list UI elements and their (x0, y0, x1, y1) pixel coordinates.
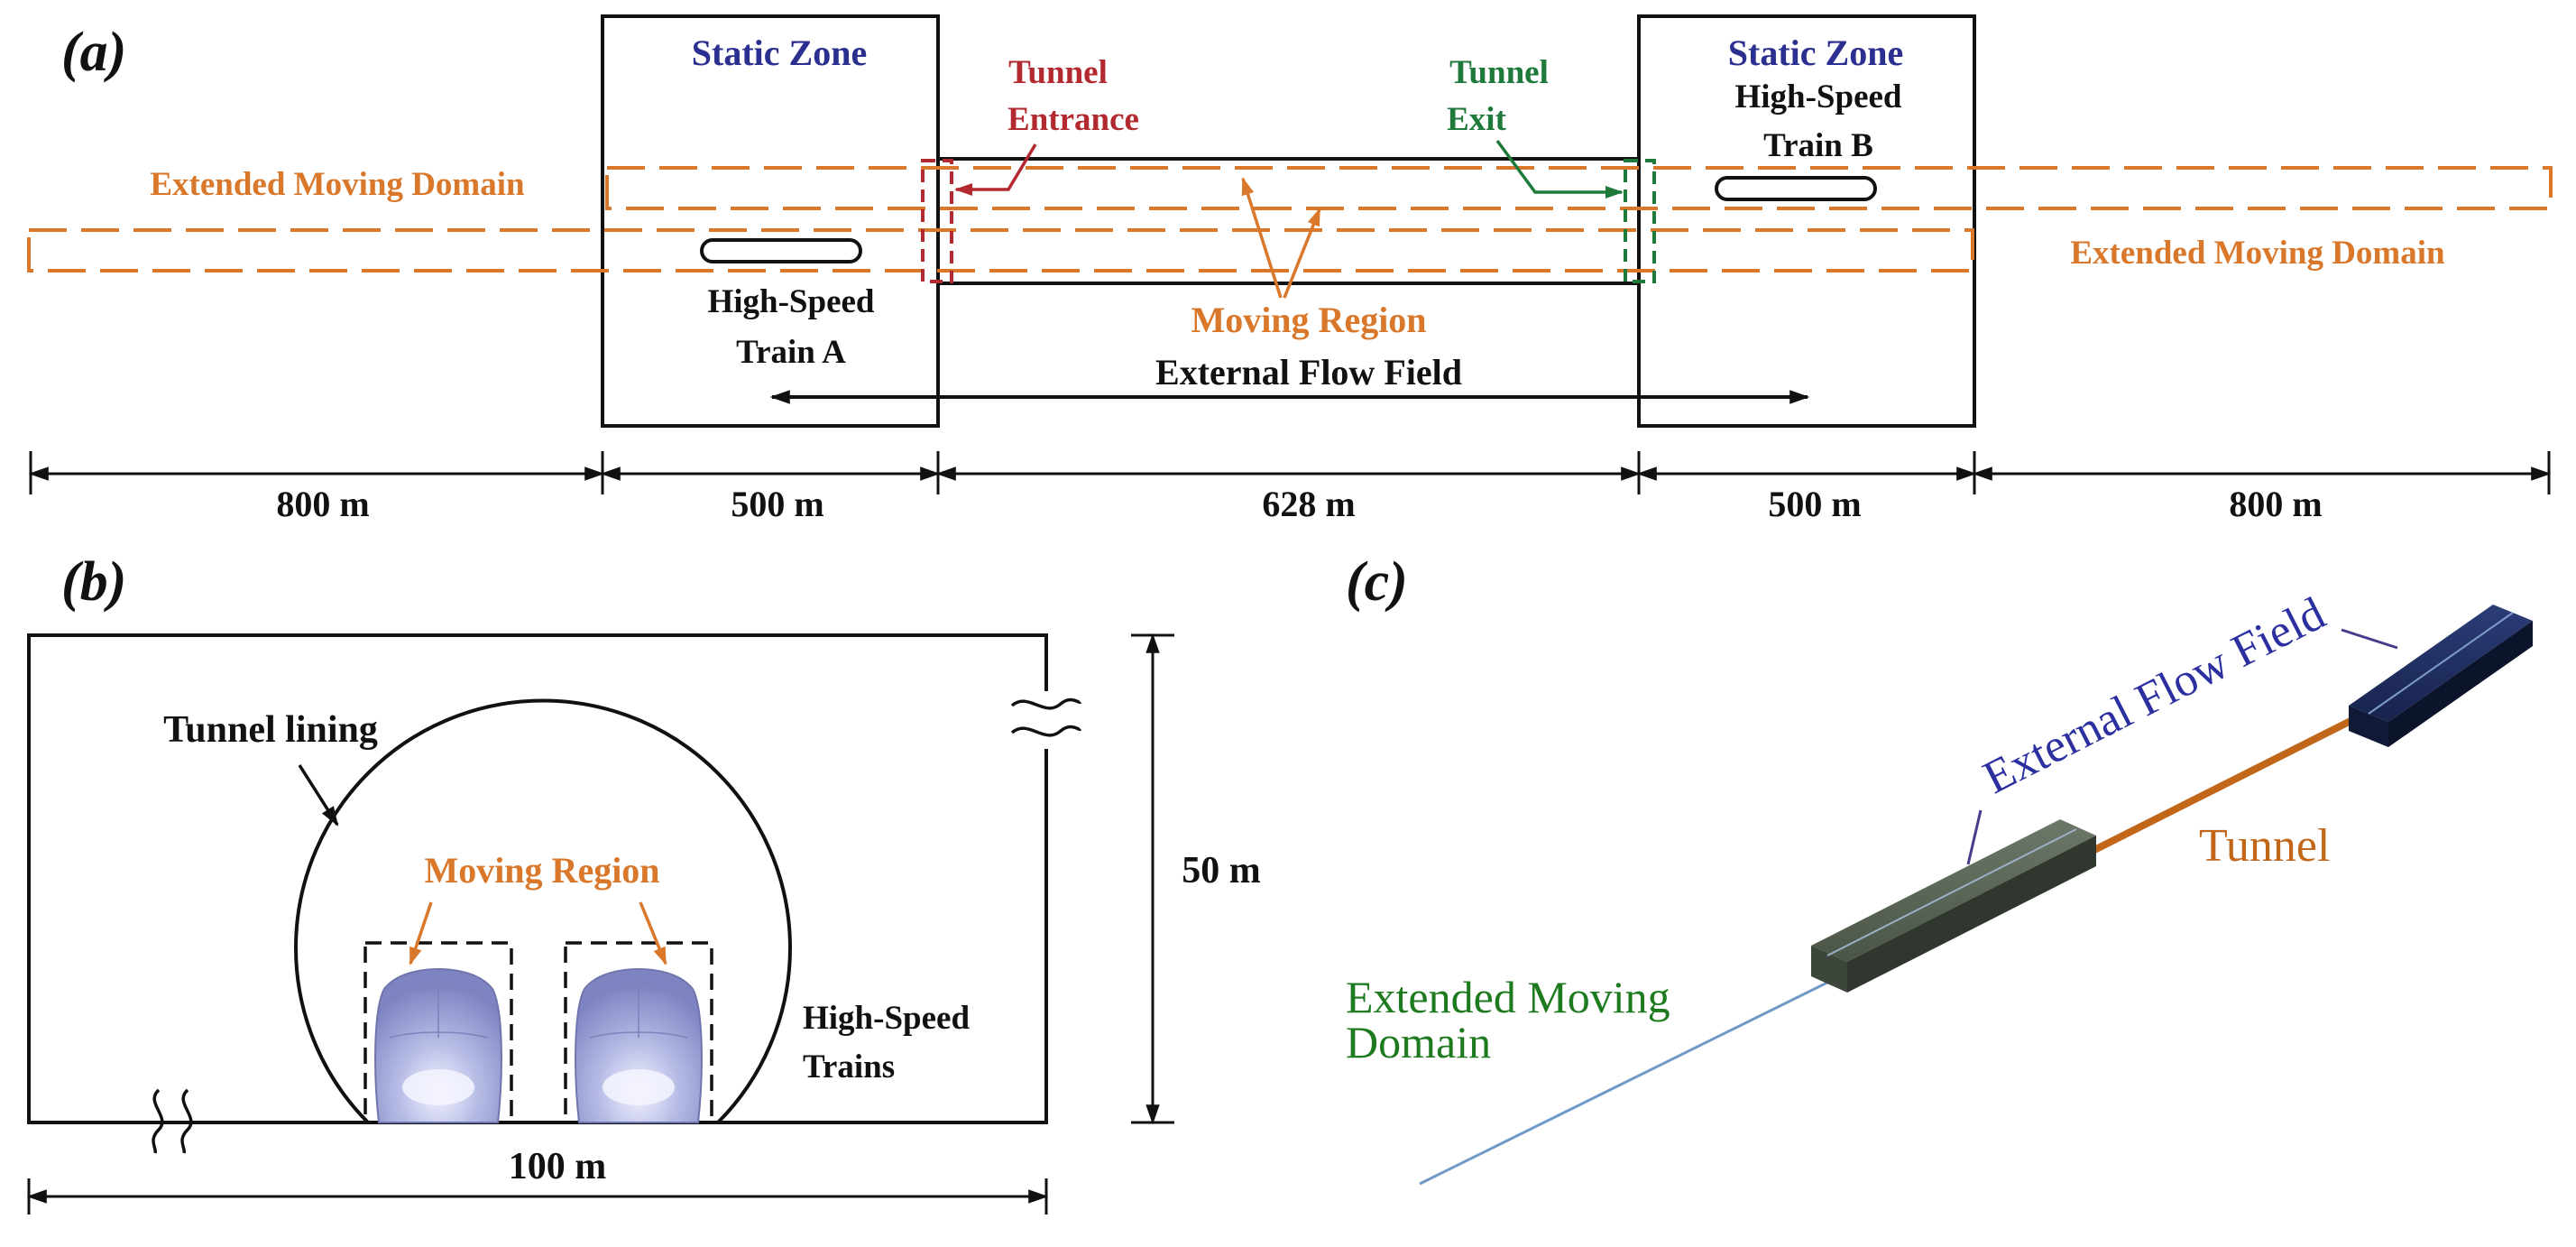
train-b-label-1: High-Speed (1734, 79, 1901, 115)
trains-label-2: Trains (803, 1048, 895, 1085)
dimension-line-a (28, 451, 2552, 494)
tunnel-entrance-arrow (954, 143, 1037, 196)
dim-628: 628 m (1262, 484, 1355, 524)
dim-500-right: 500 m (1768, 484, 1861, 524)
moving-region-arrow-b2 (639, 901, 667, 965)
train-b-label-2: Train B (1763, 127, 1873, 164)
panel-a-label: (a) (61, 22, 126, 83)
tunnel-lining-arc (294, 698, 792, 1124)
extended-label-c-2: Domain (1346, 1017, 1491, 1067)
moving-region-arrow-1 (1241, 177, 1283, 299)
static-zone-left-label: Static Zone (692, 32, 867, 73)
external-flow-label-c: External Flow Field (1975, 587, 2332, 804)
tunnel-lining-arrow (298, 764, 339, 827)
panel-b: (b) Tunnel lining Moving Region (26, 551, 1261, 1215)
tunnel-entrance-box (921, 159, 953, 283)
tunnel-domain-outline (27, 633, 1048, 1124)
moving-region-box-2 (564, 941, 713, 1124)
external-flow-label-a: External Flow Field (1155, 352, 1462, 393)
trains-label-1: High-Speed (803, 1000, 970, 1037)
panel-c: (c) External Flow Field Tunnel Extended … (1346, 551, 2533, 1186)
train-b-shape (1715, 176, 1877, 201)
train-a-shape (700, 238, 862, 263)
panel-b-label: (b) (61, 551, 126, 613)
tunnel-lining-label: Tunnel lining (163, 709, 378, 751)
extended-left-label: Extended Moving Domain (150, 166, 525, 203)
train-front-2 (575, 967, 703, 1123)
break-mark-bottom (152, 1088, 193, 1154)
tunnel-exit-box (1624, 159, 1656, 283)
dim-500-left: 500 m (731, 484, 823, 524)
extended-domain-upper (605, 166, 2553, 210)
extended-right-label: Extended Moving Domain (2070, 235, 2445, 272)
dim-800-right: 800 m (2229, 484, 2322, 524)
external-block-right (2349, 605, 2533, 747)
extended-domain-line (1419, 975, 1841, 1186)
panel-a: (a) Static Zone Static Zone Tunnel Entra… (27, 14, 2553, 524)
moving-region-box-1 (363, 941, 513, 1124)
tunnel-exit-label-1: Tunnel (1449, 54, 1549, 91)
width-label: 100 m (509, 1146, 607, 1187)
external-flow-leader-2 (2341, 628, 2398, 650)
tunnel-entrance-label-2: Entrance (1007, 101, 1139, 138)
moving-region-label-b: Moving Region (424, 850, 659, 891)
train-front-1 (374, 967, 502, 1123)
break-mark-right (1010, 697, 1082, 737)
moving-region-arrow-2 (1283, 208, 1321, 299)
moving-region-label-a: Moving Region (1191, 300, 1426, 340)
panel-c-label: (c) (1346, 551, 1408, 613)
tunnel-line-c (2089, 713, 2361, 855)
train-a-label-1: High-Speed (707, 283, 874, 320)
extended-domain-lower (27, 228, 1974, 272)
external-block-left (1811, 819, 2096, 993)
extended-label-c-1: Extended Moving (1346, 972, 1670, 1022)
height-label: 50 m (1182, 850, 1261, 891)
train-a-label-2: Train A (736, 334, 846, 371)
dim-800-left: 800 m (276, 484, 369, 524)
tunnel-exit-label-2: Exit (1447, 101, 1506, 138)
external-flow-leader-1 (1966, 809, 1983, 865)
tunnel-body (936, 157, 1641, 285)
static-zone-right-label: Static Zone (1728, 32, 1903, 73)
tunnel-entrance-label-1: Tunnel (1008, 54, 1108, 91)
tunnel-exit-arrow (1495, 139, 1624, 199)
moving-region-arrow-b1 (409, 901, 433, 965)
tunnel-label-c: Tunnel (2199, 820, 2330, 872)
